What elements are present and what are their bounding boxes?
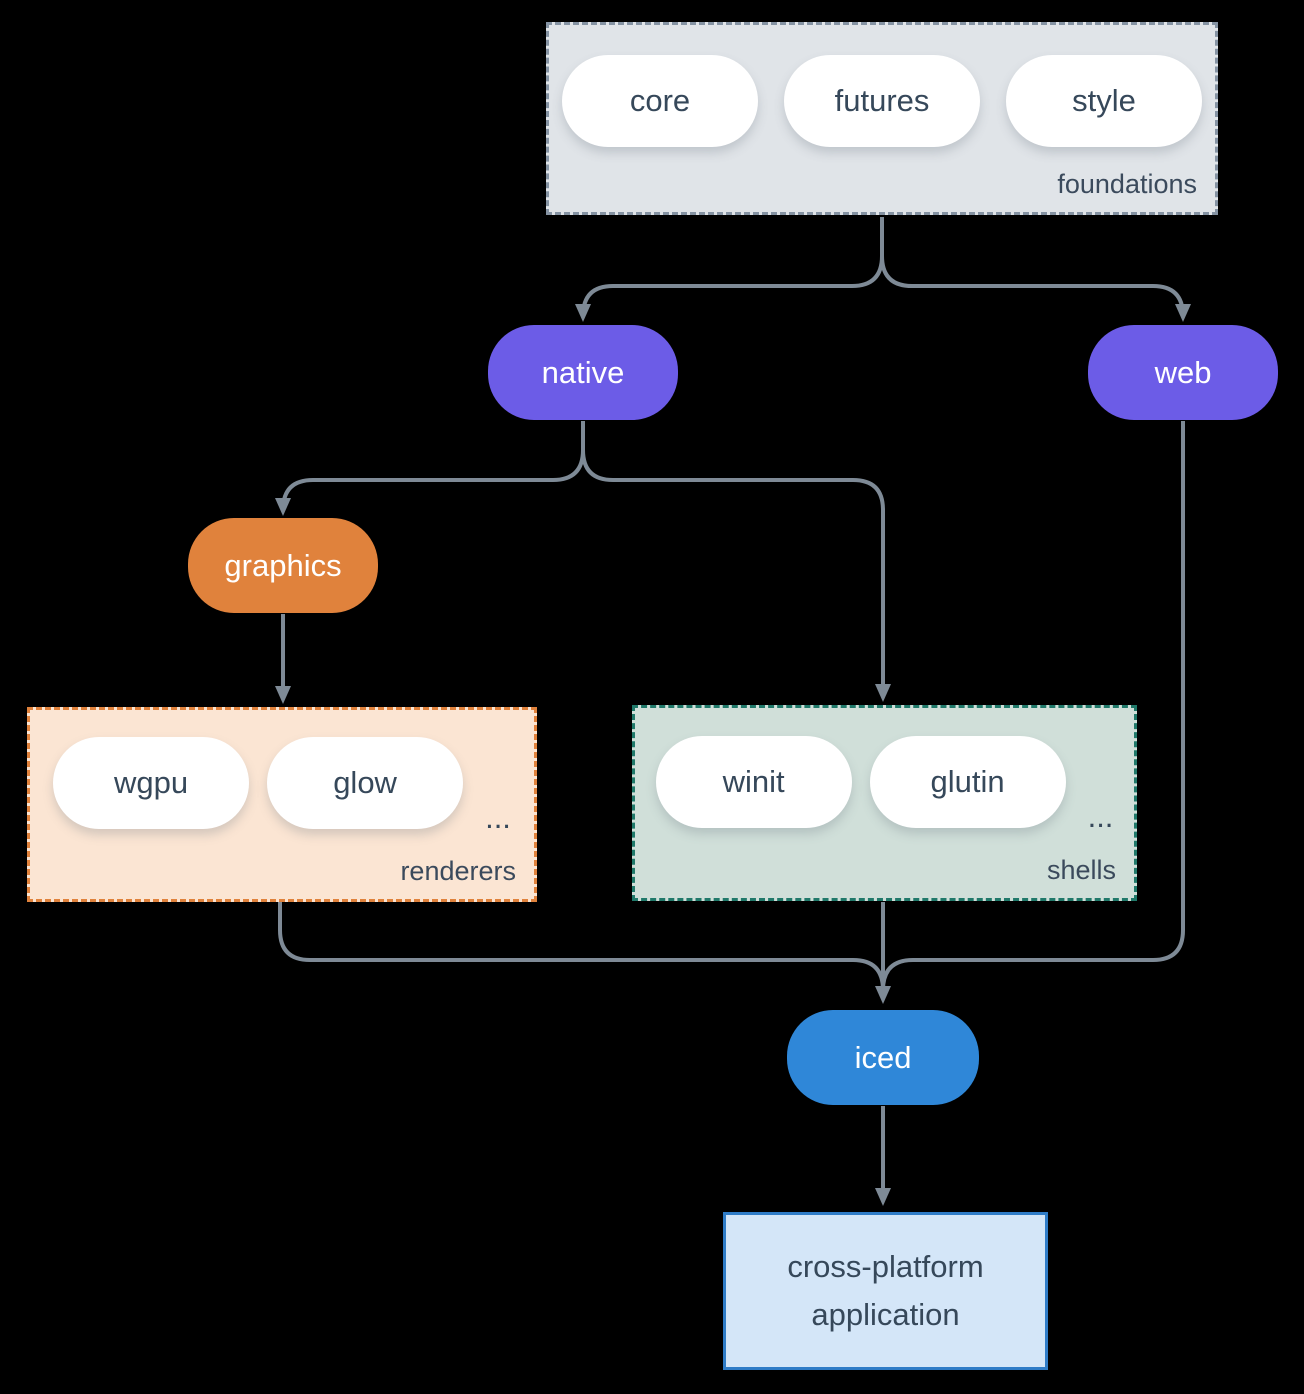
application-label: cross-platform application [787, 1249, 984, 1332]
foundations-label: foundations [1057, 169, 1197, 199]
pill-style: style [1006, 55, 1202, 147]
application-box: cross-platform application [723, 1212, 1048, 1370]
node-graphics: graphics [188, 518, 378, 613]
edge-native-graphics [275, 421, 585, 516]
node-iced: iced [787, 1010, 979, 1105]
pill-glutin: glutin [869, 736, 1066, 828]
edge-foundations-web [880, 217, 1191, 322]
edge-renderers-iced [278, 902, 885, 991]
group-foundations: core futures style foundations [546, 22, 1218, 215]
renderers-label: renderers [400, 856, 516, 886]
pill-glow: glow [267, 737, 464, 829]
pill-core: core [562, 55, 758, 147]
node-native: native [488, 325, 678, 420]
group-shells: winit glutin ... shells [632, 705, 1137, 901]
pill-wgpu: wgpu [53, 737, 250, 829]
edge-foundations-native [575, 217, 884, 322]
renderers-ellipsis: ... [485, 800, 511, 835]
shells-label: shells [1046, 855, 1116, 885]
node-web: web [1088, 325, 1278, 420]
shells-ellipsis: ... [1087, 799, 1114, 834]
pill-winit: winit [655, 736, 852, 828]
edge-native-shells [581, 421, 891, 702]
pill-futures: futures [784, 55, 980, 147]
group-renderers: wgpu glow ... renderers [27, 707, 537, 902]
